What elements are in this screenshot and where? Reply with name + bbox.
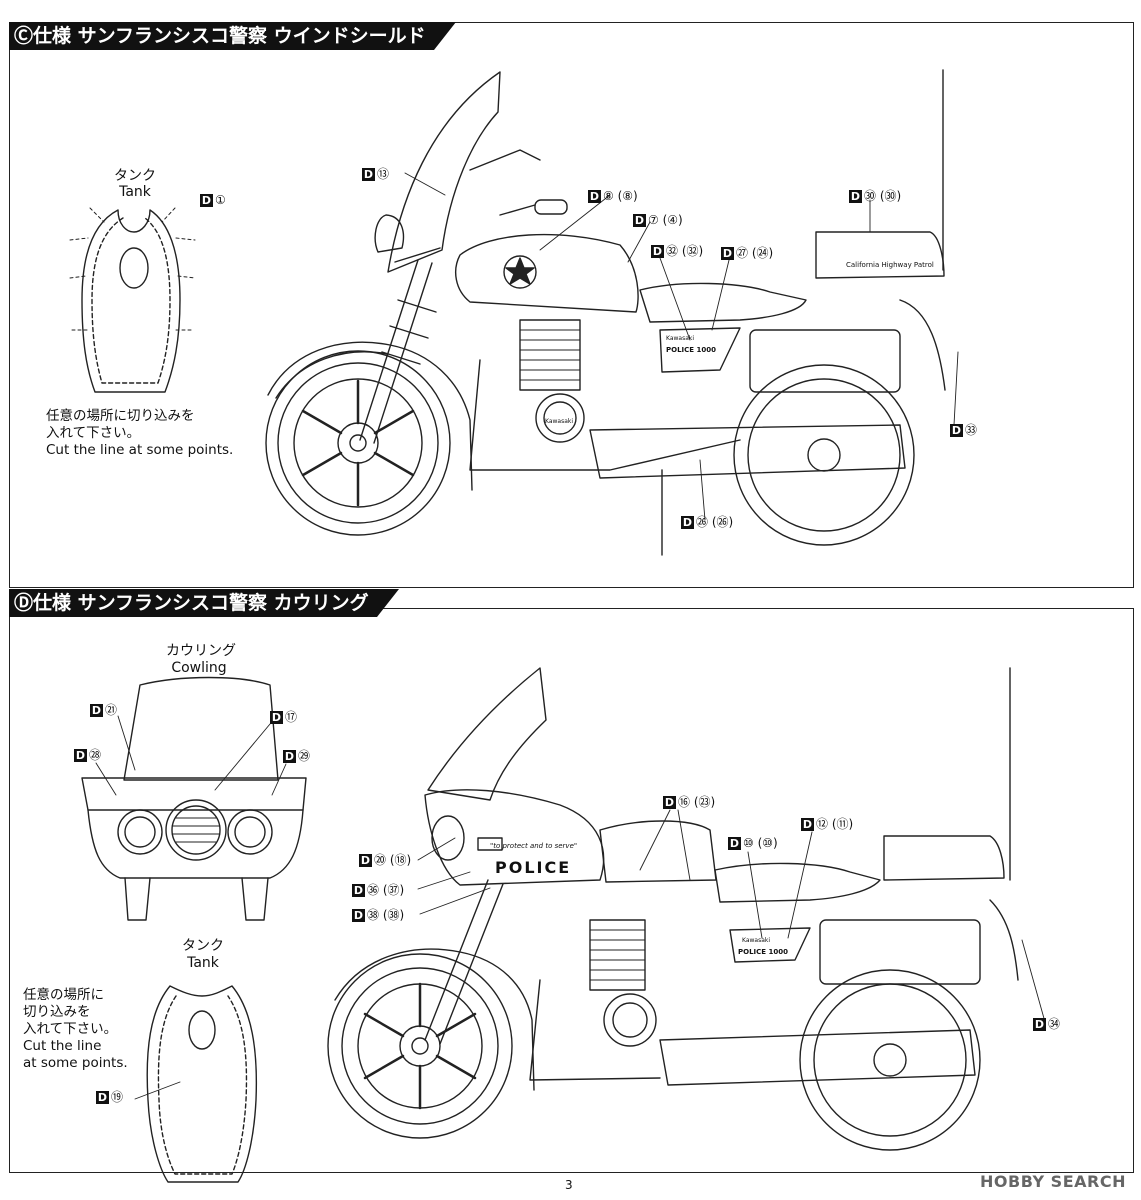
motorcycle-cowling-drawing: [327, 667, 1046, 1151]
cut-note-d-jp-3: 入れて下さい。: [23, 1021, 118, 1037]
cut-note-d-en-2: at some points.: [23, 1055, 128, 1071]
cowl-caption-jp: カウリング: [166, 643, 236, 659]
tank-decal-c-drawing: [69, 207, 196, 393]
cut-note-d-en-1: Cut the line: [23, 1038, 102, 1054]
decal-text-police1000-d: POLICE 1000: [738, 948, 788, 956]
tank-caption-d-en: Tank: [187, 955, 219, 971]
decal-text-chp: California Highway Patrol: [846, 261, 934, 269]
cut-note-d-jp-2: 切り込みを: [23, 1004, 91, 1020]
decal-text-kawasaki-engine-c: Kawasaki: [545, 418, 574, 425]
section-d-panel: [9, 608, 1134, 1173]
decal-text-kawasaki-d: Kawasaki: [742, 937, 771, 944]
section-c-header: Ⓒ仕様 サンフランシスコ警察 ウインドシールド: [9, 22, 456, 50]
decal-text-police-d: POLICE: [495, 858, 572, 877]
cut-note-c-jp-2: 入れて下さい。: [46, 425, 141, 441]
motorcycle-windshield-drawing: [265, 69, 959, 556]
cut-note-c-en: Cut the line at some points.: [46, 442, 234, 458]
cut-note-d-jp-1: 任意の場所に: [23, 987, 104, 1003]
tank-caption-c-en: Tank: [119, 184, 151, 200]
tank-decal-d-drawing: [134, 985, 258, 1183]
watermark: HOBBY SEARCH: [980, 1172, 1126, 1191]
decal-text-protect-serve: "to protect and to serve": [490, 842, 578, 850]
decal-text-police1000-c: POLICE 1000: [666, 346, 716, 354]
cowling-decal-drawing: [81, 676, 307, 921]
cut-note-c-jp-1: 任意の場所に切り込みを: [46, 408, 195, 424]
page-number: 3: [565, 1178, 573, 1192]
decal-text-kawasaki-c: Kawasaki: [666, 335, 695, 342]
cowl-caption-en: Cowling: [171, 660, 227, 676]
section-c-panel: [9, 22, 1134, 588]
tank-caption-c-jp: タンク: [114, 168, 156, 184]
tank-caption-d-jp: タンク: [182, 938, 224, 954]
section-d-header: Ⓓ仕様 サンフランシスコ警察 カウリング: [9, 589, 399, 617]
